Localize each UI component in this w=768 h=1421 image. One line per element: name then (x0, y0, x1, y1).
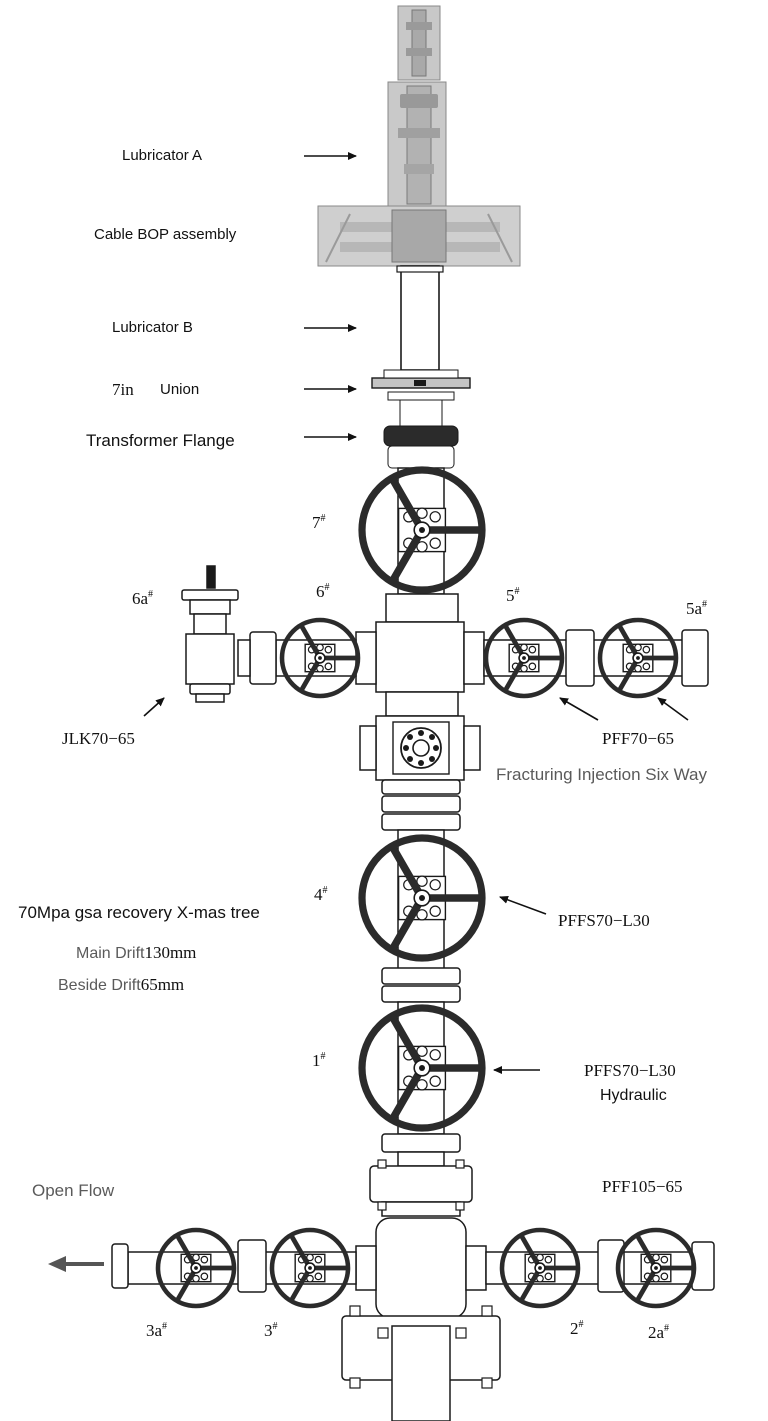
label-pffs70-l30-upper: PFFS70−L30 (558, 911, 650, 930)
label-lubricator-b: Lubricator B (112, 319, 193, 336)
valve-3-handwheel (269, 1227, 351, 1309)
label-fracturing-injection-six-way: Fracturing Injection Six Way (496, 765, 707, 784)
jlk-choke-assembly (181, 565, 239, 703)
arrow-pff70-right (657, 697, 689, 721)
valve-2-handwheel (499, 1227, 581, 1309)
valve-5-handwheel (483, 617, 565, 699)
valve-2a-handwheel (615, 1227, 697, 1309)
leader-arrows (143, 152, 689, 1074)
valve-number-2a: 2a# (648, 1323, 670, 1342)
label-cable-bop-assembly: Cable BOP assembly (94, 226, 237, 243)
valve-number-6a: 6a# (132, 589, 154, 608)
label-pff70-65: PFF70−65 (602, 729, 674, 748)
open-flow-arrow (48, 1256, 104, 1272)
cable-bop-assembly (317, 205, 521, 267)
label-lubricator-a: Lubricator A (122, 147, 203, 164)
valve-7-handwheel (358, 466, 486, 594)
arrow-pff70-left (559, 697, 599, 721)
valve-number-6: 6# (316, 582, 330, 601)
label-jlk70-65: JLK70−65 (62, 729, 135, 748)
lubricator-top-section (397, 5, 441, 81)
valve-number-5a: 5a# (686, 599, 708, 618)
label-beside-drift: Beside Drift65mm (58, 975, 185, 994)
valve-number-2: 2# (570, 1319, 584, 1338)
label-union-size: 7in (112, 380, 134, 399)
valve-number-3: 3# (264, 1321, 278, 1340)
valve-5a-handwheel (597, 617, 679, 699)
valve-4-handwheel (358, 834, 486, 962)
tee-and-head-bolts (349, 1159, 493, 1389)
label-union: Union (160, 381, 200, 398)
six-way-flange-face (392, 721, 450, 775)
transformer-flange (383, 425, 459, 469)
label-transformer-flange: Transformer Flange (86, 431, 235, 450)
valve-6-handwheel (279, 617, 361, 699)
valve-number-3a: 3a# (146, 1321, 168, 1340)
valve-handwheels (155, 466, 697, 1309)
lubricator-a (387, 81, 447, 207)
valve-number-1: 1# (312, 1051, 326, 1070)
union-7in (371, 369, 471, 427)
arrow-jlk (143, 697, 165, 717)
label-hydraulic: Hydraulic (600, 1087, 667, 1104)
arrow-pffs-1 (499, 896, 547, 915)
valve-number-4: 4# (314, 885, 328, 904)
valve-1-handwheel (358, 1004, 486, 1132)
label-pff105-65: PFF105−65 (602, 1177, 683, 1196)
label-pffs70-l30-lower: PFFS70−L30 (584, 1061, 676, 1080)
label-tree-title: 70Mpa gsa recovery X-mas tree (18, 903, 260, 922)
valve-number-5: 5# (506, 586, 520, 605)
valve-3a-handwheel (155, 1227, 237, 1309)
label-main-drift: Main Drift130mm (76, 943, 197, 962)
valve-number-7: 7# (312, 513, 326, 532)
label-open-flow: Open Flow (32, 1181, 115, 1200)
lubricator-b (396, 265, 444, 371)
